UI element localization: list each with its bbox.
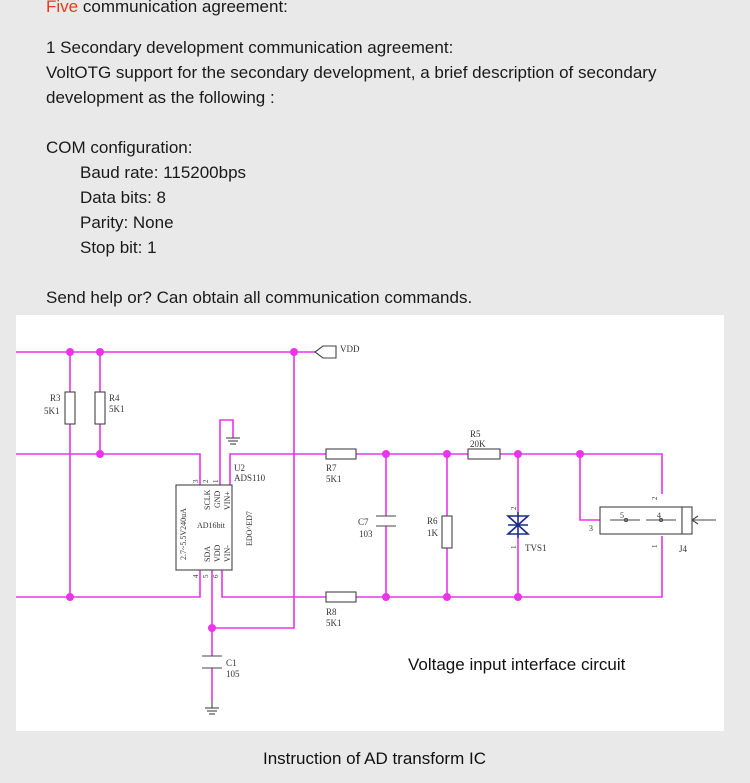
connector-j4: 3 5 4 2 1 J4 (589, 496, 716, 554)
tvs-diode: TVS1 2 1 (505, 506, 547, 553)
r6-value: 1K (427, 528, 439, 538)
ic-pin-num-4: 4 (192, 574, 200, 578)
ic-pin-num-1: 1 (212, 479, 220, 483)
ic-body-label: AD16bit (197, 521, 226, 530)
wire-r8-out (356, 536, 663, 598)
intro-line-2: development as the following : (46, 88, 275, 107)
ic-pin-num-3: 3 (192, 479, 200, 483)
schematic-caption: Voltage input interface circuit (408, 655, 626, 674)
wire-j4-pin3 (579, 454, 600, 521)
r7-value: 5K1 (326, 474, 342, 484)
r4-ref: R4 (109, 393, 120, 403)
ic-pin-vinminus: VIN- (223, 545, 232, 562)
resistor-r6: R6 1K (427, 515, 453, 549)
wire-vinminus (221, 570, 326, 598)
c7-ref: C7 (358, 517, 369, 527)
r3-ref: R3 (50, 393, 61, 403)
com-parity: Parity: None (80, 213, 174, 232)
u2-part: ADS110 (234, 473, 266, 483)
r8-value: 5K1 (326, 618, 342, 628)
footer-caption: Instruction of AD transform IC (263, 749, 486, 768)
j4-pin-4: 4 (657, 511, 661, 520)
r6-ref: R6 (427, 516, 438, 526)
ic-pin-vdd: VDD (213, 544, 222, 562)
ic-supply-label: 2.7~5.5V240uA (179, 508, 188, 560)
ground-icon-ic (226, 437, 240, 445)
capacitor-c7: C7 103 (358, 515, 396, 539)
r7-ref: R7 (326, 463, 337, 473)
ic-vert-label: EDO^ED7 (245, 511, 254, 546)
tvs-pin-1: 1 (510, 545, 518, 549)
resistor-r8: R8 5K1 (325, 591, 357, 628)
wire-scl (16, 453, 201, 485)
section-number: Five (46, 0, 79, 16)
r4-value: 5K1 (109, 404, 125, 414)
com-data-bits: Data bits: 8 (80, 188, 166, 207)
resistor-r7: R7 5K1 (325, 448, 357, 484)
com-baud-rate: Baud rate: 115200bps (80, 163, 247, 182)
ic-pin-vinplus: VIN+ (223, 491, 232, 510)
wire-r5-out (500, 453, 663, 494)
ground-icon-c1 (205, 700, 219, 715)
ic-pin-num-6: 6 (212, 574, 220, 578)
resistor-r5: R5 20K (467, 429, 501, 460)
r3-value: 5K1 (44, 406, 60, 416)
j4-pin-5: 5 (620, 511, 624, 520)
capacitor-c1: C1 105 (202, 655, 240, 679)
j4-pin-2: 2 (651, 496, 659, 500)
ic-u2: U2 ADS110 AD16bit 2.7~5.5V240uA EDO^ED7 … (175, 463, 266, 578)
u2-ref: U2 (234, 463, 245, 473)
wire-sda (16, 570, 201, 598)
r5-ref: R5 (470, 429, 481, 439)
c1-ref: C1 (226, 658, 237, 668)
ic-pin-num-2: 2 (202, 479, 210, 483)
intro-heading: 1 Secondary development communication ag… (46, 38, 454, 57)
resistor-r3: R3 5K1 (44, 391, 76, 425)
section-title: Five communication agreement: (46, 0, 288, 17)
ic-pin-gnd: GND (213, 490, 222, 508)
resistor-r4: R4 5K1 (94, 391, 125, 425)
ic-pin-num-5: 5 (202, 574, 210, 578)
r8-ref: R8 (326, 607, 337, 617)
help-text: Send help or? Can obtain all communicati… (46, 288, 473, 307)
wires (16, 351, 663, 700)
wire-gnd-pin (219, 419, 234, 485)
ic-pin-sda: SDA (203, 546, 212, 562)
ic-pin-sclk: SCLK (203, 489, 212, 510)
com-heading: COM configuration: (46, 138, 193, 157)
r5-value: 20K (470, 439, 486, 449)
com-stop-bit: Stop bit: 1 (80, 238, 157, 257)
section-title-text: communication agreement: (82, 0, 288, 16)
c7-value: 103 (359, 529, 373, 539)
intro-line-1: VoltOTG support for the secondary develo… (46, 63, 657, 82)
vdd-tag: VDD (314, 344, 360, 359)
j4-ref: J4 (679, 544, 688, 554)
c1-value: 105 (226, 669, 240, 679)
tvs-ref: TVS1 (525, 543, 547, 553)
tvs-pin-2: 2 (510, 506, 518, 510)
j4-pin-3: 3 (589, 524, 593, 533)
vdd-label: VDD (340, 344, 360, 354)
wire-vinplus (229, 453, 326, 485)
j4-pin-1: 1 (651, 544, 659, 548)
wire-vdd-vertical (212, 352, 295, 629)
junction-dots (66, 348, 584, 632)
